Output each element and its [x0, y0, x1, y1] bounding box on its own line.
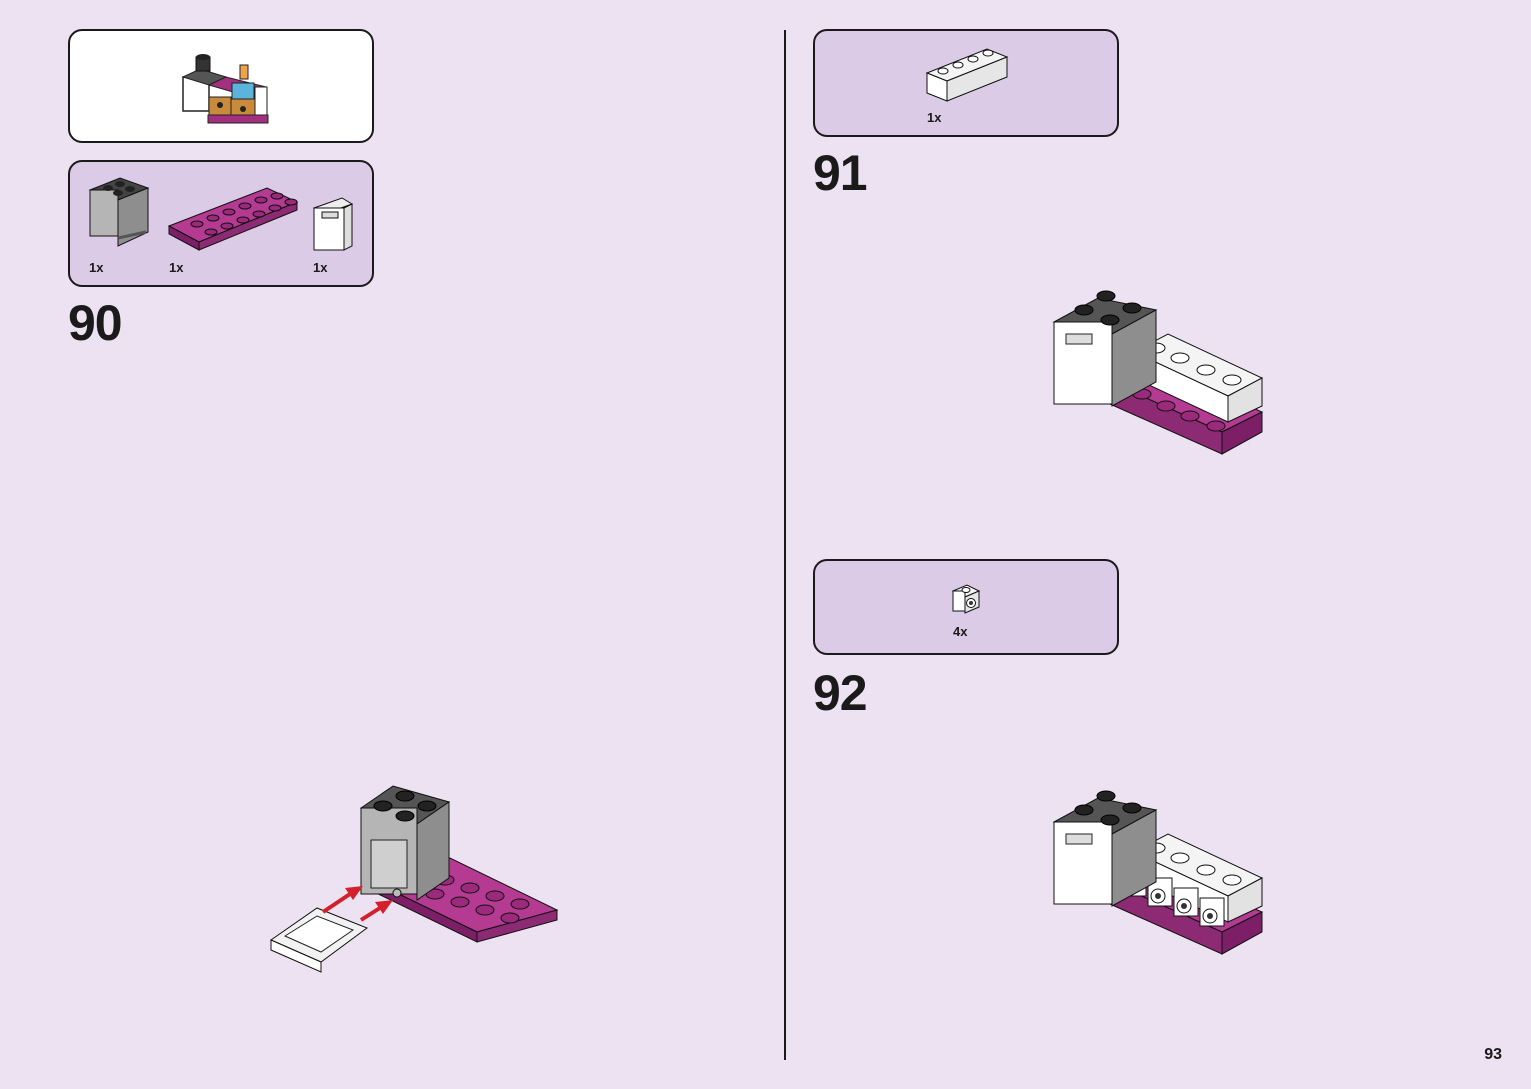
white-brick-part-icon — [925, 48, 1009, 102]
gray-cabinet-part-icon — [88, 177, 150, 247]
step-number: 92 — [813, 665, 868, 721]
part-qty: 1x — [927, 110, 942, 125]
page-divider — [784, 30, 786, 1060]
part-qty: 1x — [313, 260, 328, 275]
step-92-parts-box: 4x — [813, 559, 1119, 655]
step-90-assembly-illustration — [269, 785, 559, 973]
part-qty: 4x — [953, 624, 968, 639]
kitchen-submodel-illustration — [181, 54, 269, 124]
submodel-preview-box — [68, 29, 374, 143]
white-door-part-icon — [312, 197, 354, 251]
step-92-assembly-illustration — [1052, 790, 1264, 955]
page-number: 93 — [1484, 1046, 1502, 1063]
white-bracket-part-icon — [951, 584, 981, 614]
magenta-plate-part-icon — [167, 187, 299, 251]
step-number: 90 — [68, 295, 123, 351]
step-90-parts-box: 1x 1x 1x — [68, 160, 374, 287]
part-qty: 1x — [89, 260, 104, 275]
step-number: 91 — [813, 145, 868, 201]
step-91-assembly-illustration — [1052, 290, 1264, 455]
step-91-parts-box: 1x — [813, 29, 1119, 137]
part-qty: 1x — [169, 260, 184, 275]
